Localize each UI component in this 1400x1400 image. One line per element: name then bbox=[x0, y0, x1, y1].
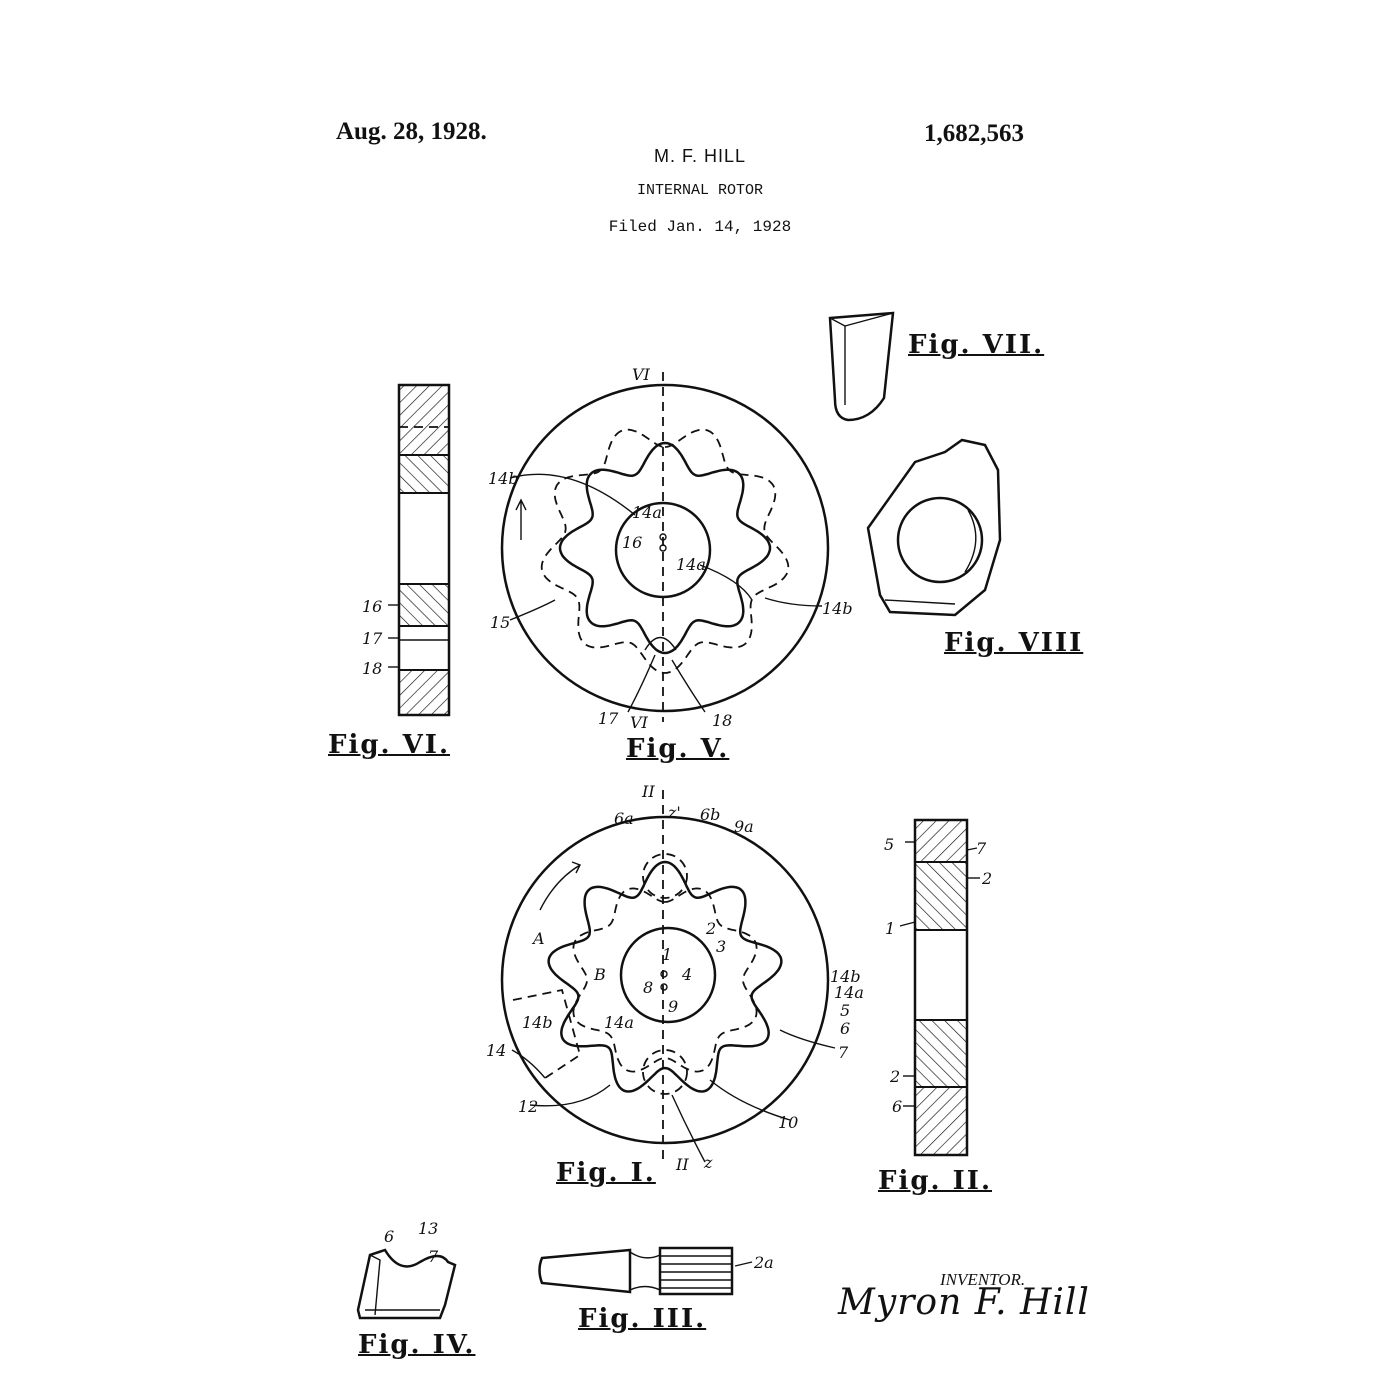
fig8-caption: Fig. VIII bbox=[944, 628, 1084, 658]
fig6-caption: Fig. VI. bbox=[328, 730, 451, 760]
fig5-ref-14a: 14a bbox=[632, 503, 662, 522]
fig1-ref-14a-left: 14a bbox=[604, 1013, 634, 1032]
fig5-ref-14a-lower: 14a bbox=[676, 555, 706, 574]
inventor-signature: Myron F. Hill bbox=[838, 1282, 1090, 1323]
fig5-section-mark-top: VI bbox=[632, 365, 651, 384]
fig5-section-mark-bottom: VI bbox=[630, 713, 649, 732]
fig5-inner-gear-outline bbox=[558, 441, 772, 655]
fig7-caption: Fig. VII. bbox=[908, 330, 1045, 360]
fig1-ref-10: 10 bbox=[778, 1113, 798, 1132]
fig1-ref-6b: 6b bbox=[700, 805, 720, 824]
fig1-ref-2: 2 bbox=[705, 919, 716, 938]
fig1-ref-3: 3 bbox=[716, 937, 726, 956]
fig1-ref-5: 5 bbox=[840, 1001, 850, 1020]
fig1-ref-8: 8 bbox=[643, 978, 653, 997]
fig1-caption: Fig. I. bbox=[556, 1158, 656, 1188]
fig1-rotor-drawing bbox=[500, 790, 836, 1163]
fig1-inner-gear-outline bbox=[572, 887, 758, 1073]
fig5-ref-14b: 14b bbox=[488, 469, 519, 488]
fig1-ref-1: 1 bbox=[662, 945, 672, 964]
fig5-ref-15: 15 bbox=[490, 613, 510, 632]
fig1-ref-B: B bbox=[593, 965, 606, 984]
fig1-ref-4: 4 bbox=[681, 965, 692, 984]
fig1-ref-6: 6 bbox=[840, 1019, 850, 1038]
fig3-ref-2a: 2a bbox=[753, 1253, 774, 1272]
fig3-caption: Fig. III. bbox=[578, 1304, 707, 1334]
fig1-ref-A: A bbox=[531, 929, 545, 948]
fig6-section-drawing bbox=[388, 383, 451, 717]
fig5-ref-17: 17 bbox=[598, 709, 619, 728]
fig1-ref-14: 14 bbox=[486, 1041, 506, 1060]
inventor-label: INVENTOR. bbox=[940, 1270, 1026, 1289]
fig2-ref-6: 6 bbox=[892, 1097, 902, 1116]
fig4-ref-7: 7 bbox=[428, 1247, 439, 1266]
fig3-tool-drawing bbox=[538, 1246, 753, 1296]
fig4-tooth-drawing bbox=[356, 1248, 457, 1320]
fig1-section-mark-bottom: II bbox=[675, 1155, 689, 1174]
fig5-ref-18: 18 bbox=[712, 711, 732, 730]
fig1-outer-lobe-outline bbox=[547, 860, 783, 1093]
fig1-ref-14b-right: 14b bbox=[830, 967, 861, 986]
fig5-ref-14b-right: 14b bbox=[822, 599, 853, 618]
fig2-ref-7: 7 bbox=[976, 839, 987, 858]
fig1-ref-z: z bbox=[703, 1153, 713, 1172]
fig1-ref-9a: 9a bbox=[734, 817, 754, 836]
fig2-caption: Fig. II. bbox=[878, 1166, 992, 1196]
fig1-ref-12: 12 bbox=[518, 1097, 538, 1116]
fig1-ref-6a: 6a bbox=[614, 809, 634, 828]
filed-date: Filed Jan. 14, 1928 bbox=[608, 218, 792, 236]
fig1-ref-14a-right: 14a bbox=[834, 983, 864, 1002]
fig2-ref-5: 5 bbox=[884, 835, 894, 854]
fig5-caption: Fig. V. bbox=[626, 734, 730, 764]
fig1-ref-7: 7 bbox=[838, 1043, 849, 1062]
fig2-ref-1: 1 bbox=[885, 919, 895, 938]
fig1-section-mark-top: II bbox=[641, 782, 655, 801]
fig7-tooth-drawing bbox=[828, 311, 895, 422]
fig6-ref-17: 17 bbox=[362, 629, 383, 648]
fig5-rotor-drawing bbox=[500, 372, 830, 722]
fig6-ref-16: 16 bbox=[362, 597, 382, 616]
fig4-ref-6: 6 bbox=[384, 1227, 394, 1246]
patent-number: 1,682,563 bbox=[924, 120, 1024, 147]
patent-date: Aug. 28, 1928. bbox=[336, 118, 487, 145]
fig2-ref-2-upper: 2 bbox=[981, 869, 992, 888]
fig4-ref-13: 13 bbox=[418, 1219, 438, 1238]
patent-title: INTERNAL ROTOR bbox=[636, 182, 764, 199]
fig1-ref-z-prime: z' bbox=[667, 803, 681, 822]
fig4-caption: Fig. IV. bbox=[358, 1330, 476, 1360]
fig6-ref-18: 18 bbox=[362, 659, 382, 678]
fig5-outer-lobe-outline bbox=[540, 428, 790, 674]
fig2-ref-2-lower: 2 bbox=[889, 1067, 900, 1086]
fig2-section-drawing bbox=[899, 818, 980, 1157]
fig8-ring-drawing bbox=[866, 438, 1002, 617]
fig5-ref-16: 16 bbox=[622, 533, 642, 552]
fig1-ref-14b-left: 14b bbox=[522, 1013, 553, 1032]
fig1-ref-9: 9 bbox=[668, 997, 678, 1016]
inventor-name: M. F. HILL bbox=[653, 146, 747, 166]
